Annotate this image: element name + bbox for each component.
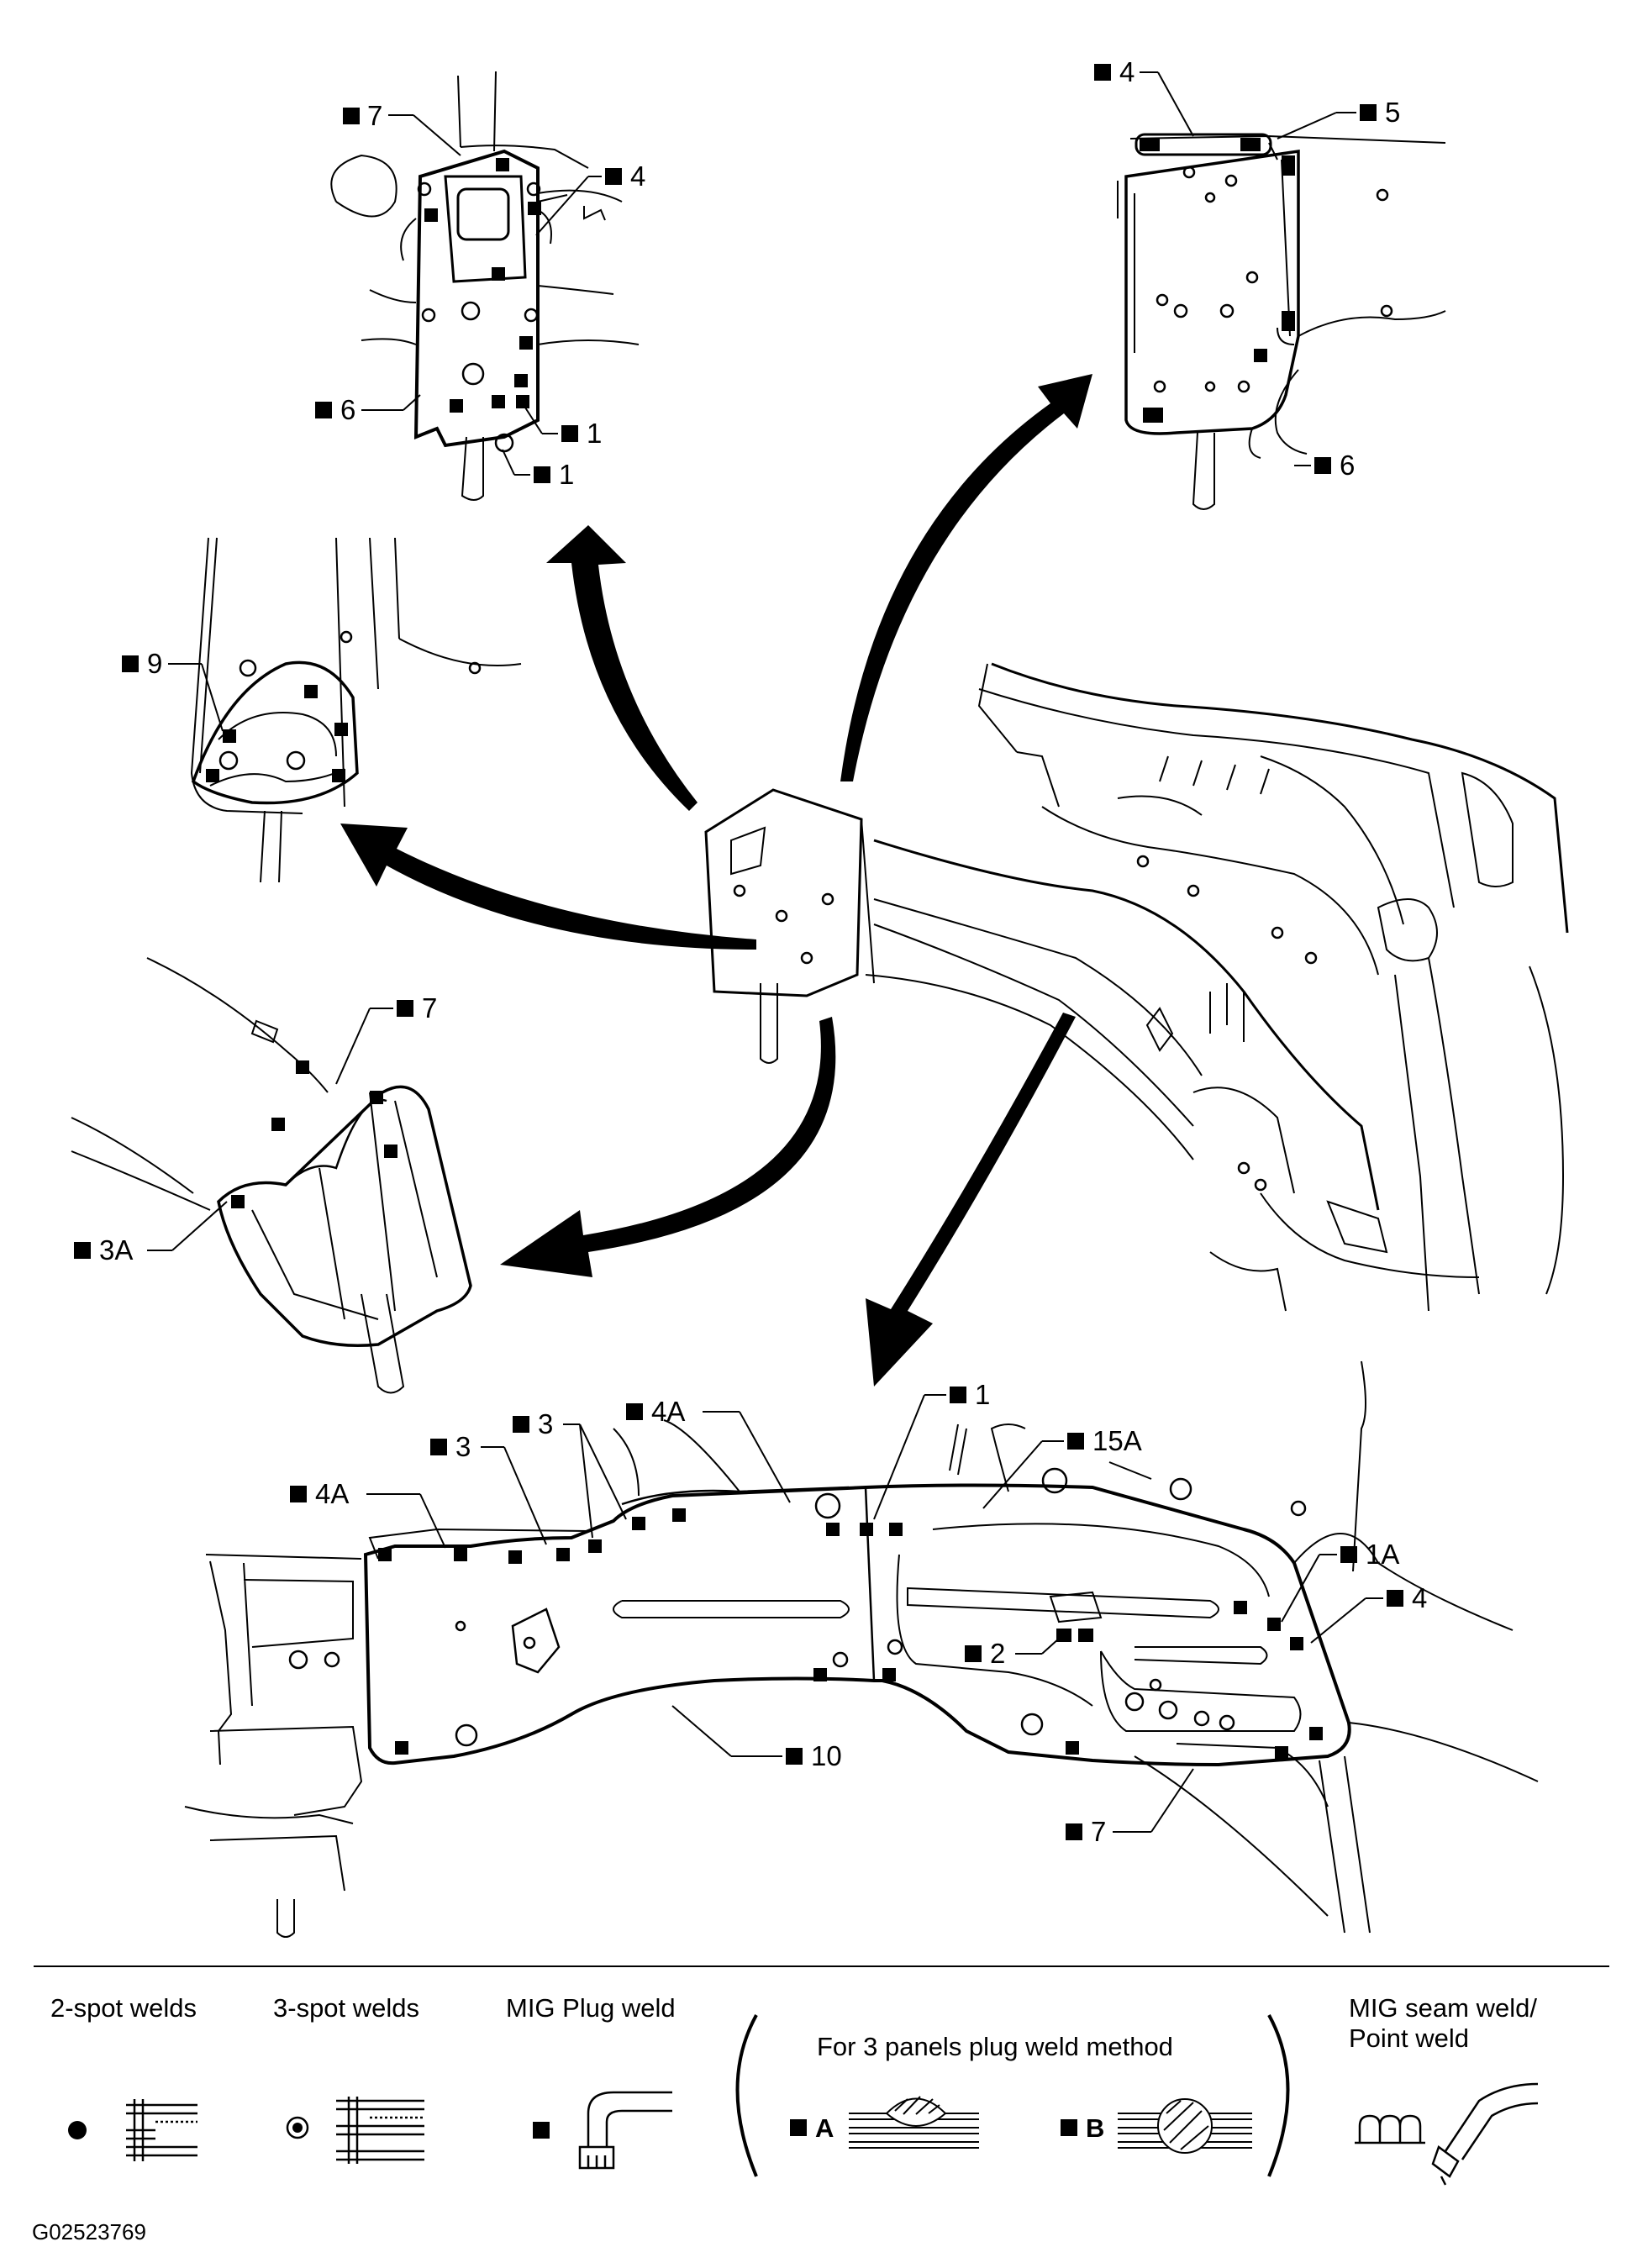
callout-label: 2 [990,1638,1005,1669]
arrow-to-bottom [866,1013,1076,1387]
callout-label: 4A [315,1478,349,1509]
callout-square-icon [534,466,550,483]
callout-label: 1 [559,459,574,490]
right-parenthesis [1267,2014,1290,2177]
callout-label: 3 [538,1408,553,1439]
mig-seam-weld-symbol [1355,2082,1539,2186]
arrow-to-mid-left [340,824,756,950]
arrow-to-lower-left [500,1017,836,1277]
callout-square-icon [397,1000,413,1017]
method-b-label: B [1086,2113,1104,2143]
weld-marks-top-right [1140,138,1295,423]
ring-dot-icon [286,2116,309,2139]
callout-label: 4 [1412,1582,1427,1613]
legend-label-mig-plug: MIG Plug weld [506,1993,676,2023]
callout-label: 4 [630,160,645,192]
callout-label: 3 [455,1431,471,1462]
weld-marks-top-left [424,158,541,413]
square-icon [790,2119,807,2136]
callout-square-icon [1387,1590,1403,1607]
mig-plug-weld-symbol [533,2091,672,2170]
legend-label-seam-line1: MIG seam weld/ [1349,1993,1537,2023]
weld-marks-lower-left [231,1060,397,1208]
figure-id: G02523769 [32,2219,146,2244]
callout-label: 3A [99,1234,133,1266]
three-panel-method-b: B [1061,2098,1252,2154]
callout-square-icon [561,425,578,442]
callout-square-icon [1094,64,1111,81]
arrow-to-top-left [546,525,698,811]
callout-square-icon [605,168,622,185]
callouts-bottom: 4A 3 3 4A 1 15A 1A 4 2 [290,1379,1427,1847]
callout-label: 1 [587,418,602,449]
callout-square-icon [1360,104,1377,121]
square-icon [1061,2119,1077,2136]
callouts-lower-left: 7 3A [74,992,437,1266]
detail-top-left [330,71,640,501]
three-spot-weld-symbol [286,2097,424,2164]
callouts-top-left: 7 4 6 1 1 [315,100,645,490]
square-icon [533,2122,550,2139]
callout-square-icon [1067,1433,1084,1450]
legend-label-3-spot: 3-spot welds [273,1993,419,2023]
callout-square-icon [74,1242,91,1259]
callout-label: 6 [1340,450,1355,481]
callout-label: 5 [1385,97,1400,128]
weld-marks-bottom [378,1508,1323,1760]
detail-top-right [1117,133,1446,510]
callout-label: 9 [147,648,162,679]
callouts-top-right: 4 5 6 [1094,56,1400,481]
dot-icon [68,2121,87,2139]
callout-label: 4A [651,1396,685,1427]
callout-square-icon [315,402,332,418]
legend-label-2-spot: 2-spot welds [50,1993,197,2023]
two-spot-weld-symbol [68,2099,197,2161]
detail-lower-left [71,957,472,1394]
callout-label: 1A [1366,1539,1399,1570]
callout-square-icon [430,1439,447,1455]
callouts-mid-left: 9 [122,648,224,732]
callout-label: 1 [975,1379,990,1410]
seam-weld-icon [1358,2114,1422,2143]
callout-square-icon [1066,1823,1082,1840]
left-parenthesis [735,2014,758,2177]
callout-label: 15A [1092,1425,1142,1456]
callout-label: 10 [811,1740,842,1771]
callout-square-icon [965,1645,982,1662]
callout-square-icon [1314,457,1331,474]
detail-mid-left [190,537,522,883]
callout-square-icon [343,108,360,124]
three-panel-method-a: A [790,2096,979,2149]
callout-square-icon [786,1748,803,1765]
arrows [340,374,1092,1387]
callout-label: 7 [422,992,437,1023]
callout-square-icon [626,1403,643,1420]
callout-label: 6 [340,394,355,425]
callout-square-icon [122,655,139,672]
legend-label-seam-line2: Point weld [1349,2023,1469,2053]
legend-label-three-panel: For 3 panels plug weld method [817,2032,1173,2061]
weld-marks-mid-left [206,685,348,782]
callout-square-icon [950,1387,966,1403]
callout-label: 4 [1119,56,1135,87]
callout-square-icon [1340,1546,1357,1563]
callout-label: 7 [1091,1816,1106,1847]
arrow-to-top-right [840,374,1092,781]
callout-label: 7 [367,100,382,131]
callout-square-icon [513,1416,529,1433]
method-a-label: A [815,2113,834,2143]
overview-body-structure [704,662,1569,1312]
detail-bottom [184,1360,1539,1938]
legend: 2-spot welds 3-spot welds MIG Plug weld … [32,1965,1609,2244]
callout-square-icon [290,1486,307,1502]
